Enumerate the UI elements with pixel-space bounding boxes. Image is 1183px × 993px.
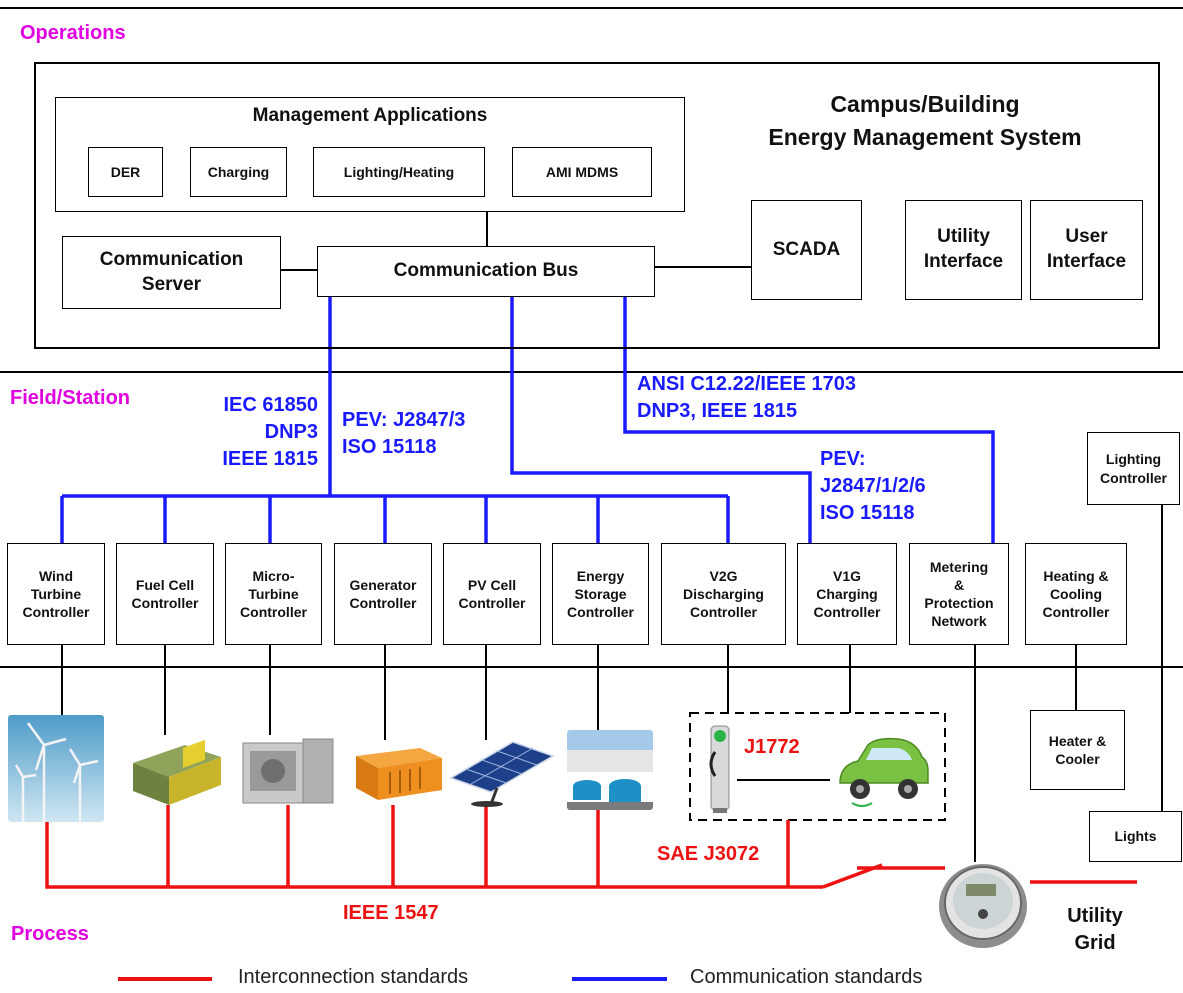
lights-box: Lights <box>1089 811 1182 862</box>
pv-panel-image <box>449 741 555 807</box>
app-charging: Charging <box>190 147 287 197</box>
std-iec-label: IEC 61850 DNP3 IEEE 1815 <box>222 394 318 470</box>
zone-field-label: Field/Station <box>10 387 130 409</box>
ems-frame <box>34 62 1160 349</box>
j1772-label: J1772 <box>744 736 800 758</box>
std-pev-j2847-label: PEV: J2847/1/2/6 ISO 15118 <box>820 448 926 524</box>
user-interface-box: User Interface <box>1030 200 1143 300</box>
ems-title: Campus/Building Energy Management System <box>768 91 1082 151</box>
app-ami-mdms: AMI MDMS <box>512 147 652 197</box>
electric-car-image <box>839 737 929 807</box>
std-ansi-label: ANSI C12.22/IEEE 1703 DNP3, IEEE 1815 <box>637 373 857 422</box>
generator-image <box>356 748 442 800</box>
legend-communication-text: Communication standards <box>690 966 923 988</box>
ieee-1547-label: IEEE 1547 <box>343 902 439 924</box>
ev-charger-image <box>709 725 730 813</box>
app-lighting-heating: Lighting/Heating <box>313 147 485 197</box>
utility-meter-image <box>939 864 1027 948</box>
std-pev-j2847-3-label: PEV: J2847/3 ISO 15118 <box>342 409 466 458</box>
communication-server-box: Communication Server <box>62 236 281 309</box>
lighting-controller-box: Lighting Controller <box>1087 432 1180 505</box>
wind-turbines-image <box>8 715 104 822</box>
micro-turbine-image <box>242 738 334 804</box>
legend-interconnection-text: Interconnection standards <box>238 966 469 988</box>
utility-interface-box: Utility Interface <box>905 200 1022 300</box>
energy-storage-image <box>567 730 653 810</box>
fuel-cell-image <box>133 739 221 805</box>
scada-box: SCADA <box>751 200 862 300</box>
management-applications-title: Management Applications <box>252 105 488 126</box>
communication-bus-box: Communication Bus <box>317 246 655 297</box>
sae-j3072-label: SAE J3072 <box>657 843 760 865</box>
pev-group-box <box>689 712 946 821</box>
heater-cooler-box: Heater & Cooler <box>1030 710 1125 790</box>
utility-grid-label: Utility Grid <box>1067 905 1123 954</box>
app-der: DER <box>88 147 163 197</box>
zone-process-label: Process <box>11 923 89 945</box>
zone-operations-label: Operations <box>20 22 126 44</box>
management-applications-box: Management Applications <box>55 97 685 212</box>
